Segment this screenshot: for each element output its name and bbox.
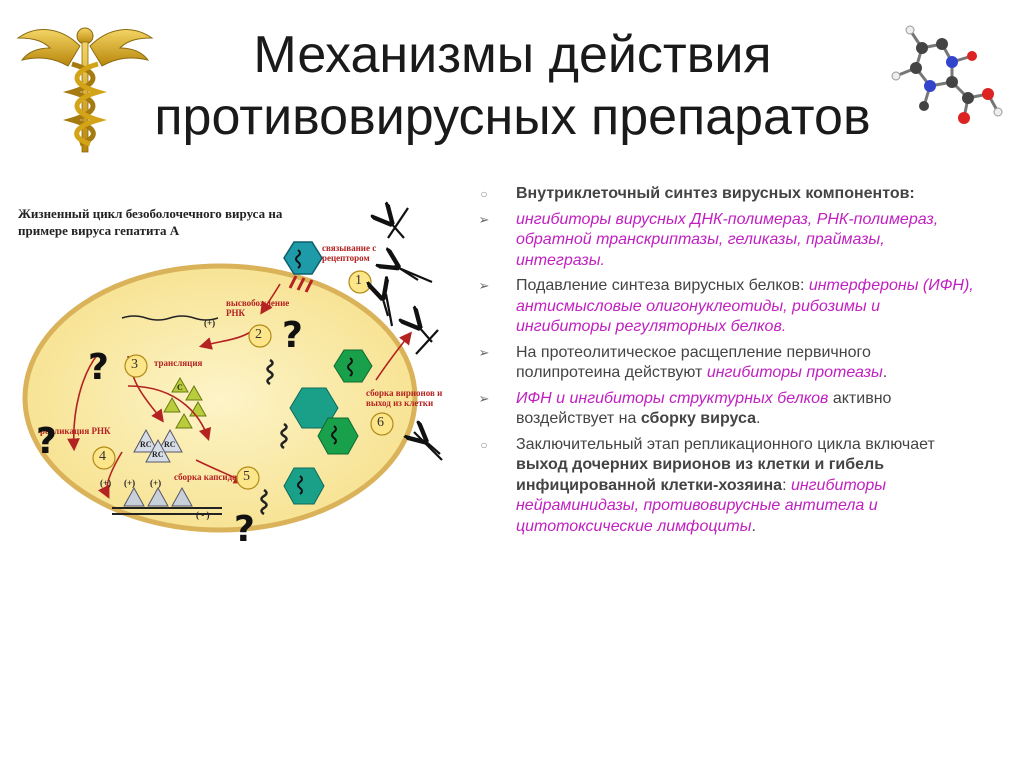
circle-bullet-icon: ○ <box>480 437 488 452</box>
label-binding: связывание с рецептором <box>322 243 377 263</box>
arrow-bullet-icon: ➢ <box>478 211 490 227</box>
label-translation: трансляция <box>154 358 203 368</box>
list-item-text: сборку вируса <box>640 410 757 427</box>
step-number: 6 <box>377 415 384 430</box>
list-item-text: ингибиторы вирусных ДНК-полимераз, РНК-п… <box>516 210 939 269</box>
arrow-bullet-icon: ➢ <box>478 390 490 406</box>
label-c: C <box>177 383 183 392</box>
mechanisms-list: ○ Внутриклеточный синтез вирусных компоне… <box>474 184 974 542</box>
diagram-title: Жизненный цикл безоболочечного вируса на… <box>18 205 348 239</box>
step-number: 3 <box>131 357 138 372</box>
list-item-text: Подавление синтеза вирусных белков: <box>516 277 809 294</box>
virion-hexagon <box>317 417 359 455</box>
diagram-title-line-2: примере вируса гепатита А <box>18 223 180 238</box>
label-assembly: сборка вирионов и выход из клетки <box>366 388 443 408</box>
list-item: ➢ На протеолитическое расщепление первичн… <box>474 343 974 384</box>
list-item-text: выход дочерних вирионов из клетки и гибе… <box>516 456 885 494</box>
cell-membrane <box>22 263 418 533</box>
label-plus: (+) <box>204 318 216 328</box>
page-title: Механизмы действия противовирусных препа… <box>60 24 965 148</box>
list-item: ○ Заключительный этап репликационного цик… <box>474 435 974 538</box>
label-replication: репликация РНК <box>40 426 111 436</box>
list-item-text: ингибиторы нейраминидазы, противовирусны… <box>516 476 887 535</box>
list-item-text: Внутриклеточный синтез вирусных компонен… <box>516 185 915 202</box>
list-item-text: ИФН и ингибиторы структурных белков <box>516 389 829 407</box>
question-mark: ? <box>88 347 109 388</box>
label-plus: (+) <box>124 478 136 488</box>
label-rc: RC <box>164 440 176 449</box>
title-line-2: противовирусных препаратов <box>154 88 871 146</box>
virion-entering <box>283 241 323 275</box>
question-mark: ? <box>234 509 255 550</box>
list-item: ➢ ингибиторы вирусных ДНК-полимераз, РНК-… <box>474 210 974 272</box>
label-release: высвобождение РНК <box>226 298 290 318</box>
title-line-1: Механизмы действия <box>253 26 772 84</box>
list-item-text: . <box>756 410 761 427</box>
virion-hexagon <box>333 349 373 383</box>
label-rc: RC <box>140 440 152 449</box>
label-minus: ( - ) <box>196 510 210 520</box>
list-item-text: интерфероны (ИФН), антисмысловые олигону… <box>516 277 974 335</box>
label-rc: RC <box>152 450 164 459</box>
question-mark: ? <box>282 315 303 356</box>
arrow-bullet-icon: ➢ <box>478 278 490 293</box>
list-item-text: : <box>782 476 791 494</box>
arrow-bullet-icon: ➢ <box>478 344 490 360</box>
virion-hexagon <box>283 467 325 505</box>
list-item-text: . <box>751 517 756 535</box>
step-number: 5 <box>243 469 250 484</box>
list-item-text: ингибиторы протеазы <box>706 364 883 381</box>
label-plus: (+) <box>150 478 162 488</box>
circle-bullet-icon: ○ <box>480 187 488 201</box>
label-capsid: сборка капсида <box>174 472 237 482</box>
question-mark: ? <box>36 421 57 462</box>
label-plus: (+) <box>100 478 112 488</box>
diagram-title-line-1: Жизненный цикл безоболочечного вируса на <box>18 206 283 221</box>
list-item: ➢ ИФН и ингибиторы структурных белков акт… <box>474 389 974 430</box>
list-item-text: Заключительный этап репликационного цикл… <box>516 435 935 453</box>
caduceus-icon <box>16 27 154 153</box>
molecule-model-icon <box>891 25 1003 124</box>
list-item: ➢ Подавление синтеза вирусных белков: инт… <box>474 276 974 338</box>
virus-life-cycle-diagram <box>22 190 443 533</box>
step-number: 1 <box>355 273 362 288</box>
list-item-text: На протеолитическое расщепление первично… <box>516 343 871 382</box>
list-item-text: активно воздействует на <box>516 389 892 428</box>
step-number: 4 <box>99 449 106 464</box>
list-item: ○ Внутриклеточный синтез вирусных компоне… <box>474 184 974 205</box>
list-item-text: . <box>882 364 888 381</box>
step-number: 2 <box>255 327 262 342</box>
